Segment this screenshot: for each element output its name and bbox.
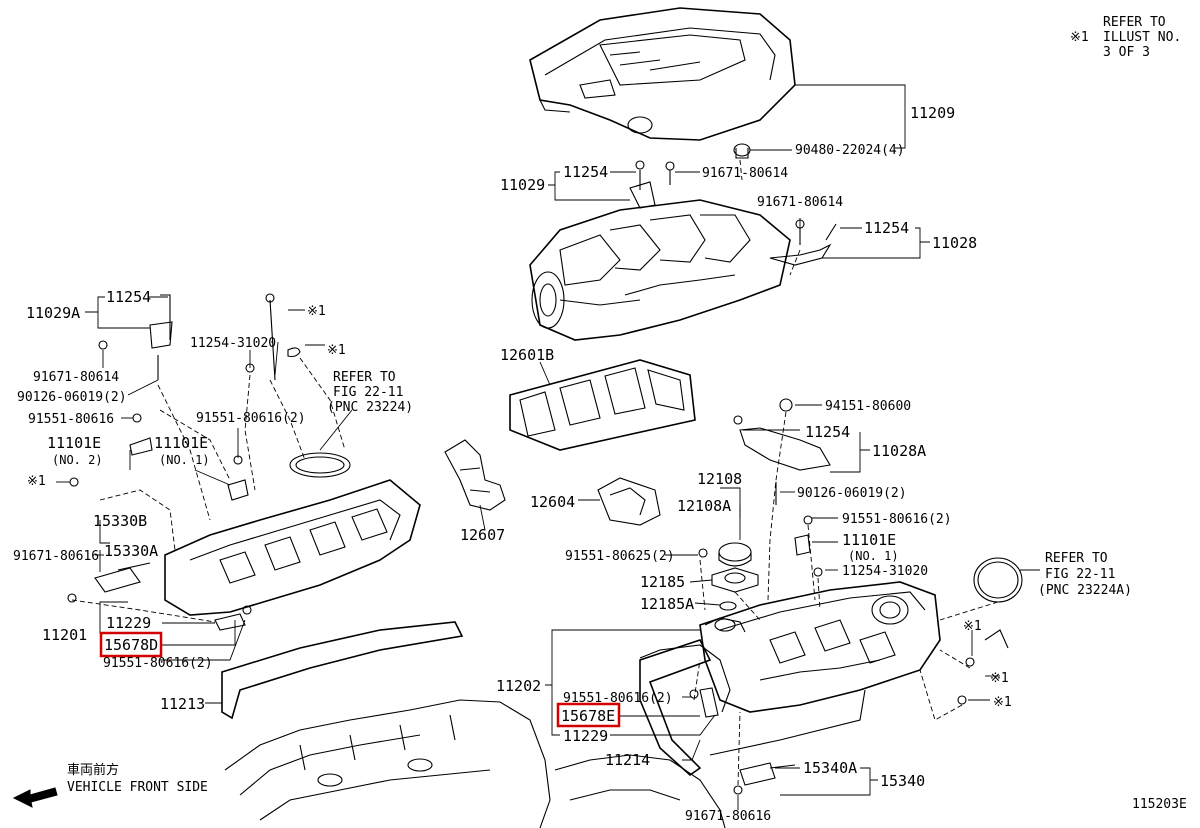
part-label-15330B[interactable]: 15330B (93, 512, 147, 530)
part-label-12108[interactable]: 12108 (697, 470, 742, 488)
refer-illust-line1: REFER TO (1103, 15, 1166, 30)
oil-cap-drawing (698, 542, 759, 611)
refer-fig-a-line1: REFER TO (333, 370, 396, 385)
part-label-11254-d[interactable]: 11254 (805, 423, 850, 441)
part-label-12185[interactable]: 12185 (640, 573, 685, 591)
part-label-91551-80616-b[interactable]: 91551-80616(2) (103, 656, 213, 671)
part-label-90126-06019-a[interactable]: 90126-06019(2) (17, 390, 127, 405)
part-label-91551-80616-c[interactable]: 91551-80616(2) (196, 411, 306, 426)
part-label-91551-80616-f[interactable]: 91551-80616(2) (563, 691, 673, 706)
intake-manifold-drawing (529, 199, 791, 341)
refer-illust-line2: ILLUST NO. (1103, 30, 1181, 45)
part-label-94151-80600[interactable]: 94151-80600 (825, 399, 911, 414)
ref-mark-d: ※1 (963, 619, 982, 634)
refer-fig-b-line3: (PNC 23224A) (1038, 583, 1132, 598)
part-label-11229-b[interactable]: 11229 (563, 727, 608, 745)
text-labels: REFER TO ※1 ILLUST NO. 3 OF 3 11209 9048… (13, 15, 1187, 824)
part-label-90126-06019-b[interactable]: 90126-06019(2) (797, 486, 907, 501)
part-label-11101E-b-sub: (NO. 1) (159, 453, 210, 467)
part-label-91671-80614-b[interactable]: 91671-80614 (757, 195, 843, 210)
leader-lines (56, 84, 1040, 810)
part-label-11101E-b[interactable]: 11101E (154, 434, 208, 452)
part-label-91551-80616-a[interactable]: 91551-80616 (28, 412, 114, 427)
part-label-11201[interactable]: 11201 (42, 626, 87, 644)
part-label-11101E-c[interactable]: 11101E (842, 531, 896, 549)
refer-fig-b-line2: FIG 22-11 (1045, 567, 1115, 582)
bracket-12607-drawing (444, 439, 506, 511)
ref-mark-b: ※1 (307, 304, 326, 319)
part-label-11028[interactable]: 11028 (932, 234, 977, 252)
part-label-11213[interactable]: 11213 (160, 695, 205, 713)
part-label-91671-80614-c[interactable]: 91671-80614 (33, 370, 119, 385)
engine-block-left-drawing (224, 699, 551, 828)
part-label-12185A[interactable]: 12185A (640, 595, 694, 613)
part-label-11214[interactable]: 11214 (605, 751, 650, 769)
ref-mark-f: ※1 (993, 695, 1012, 710)
engine-cover-drawing (529, 7, 796, 159)
part-label-11254-a[interactable]: 11254 (563, 163, 608, 181)
part-label-90480-22024[interactable]: 90480-22024(4) (795, 143, 905, 158)
head-cover-left-drawing (67, 293, 421, 631)
part-label-11101E-a[interactable]: 11101E (47, 434, 101, 452)
part-label-91671-80616-e[interactable]: 91671-80616 (685, 809, 771, 824)
part-label-11254-31020-b[interactable]: 11254-31020 (842, 564, 928, 579)
part-label-15678D[interactable]: 15678D (104, 636, 158, 654)
part-label-11029A[interactable]: 11029A (26, 304, 80, 322)
refer-fig-b-line1: REFER TO (1045, 551, 1108, 566)
vehicle-front-en: VEHICLE FRONT SIDE (67, 780, 208, 795)
part-label-11202[interactable]: 11202 (496, 677, 541, 695)
gasket-11213-drawing (221, 621, 464, 720)
refer-illust-line3: 3 OF 3 (1103, 45, 1150, 60)
part-label-11101E-a-sub: (NO. 2) (52, 453, 103, 467)
part-label-12601B[interactable]: 12601B (500, 346, 554, 364)
part-label-91551-80616-d[interactable]: 91551-80616(2) (842, 512, 952, 527)
dashed-lines (71, 159, 999, 786)
gasket-12601B-drawing (509, 359, 696, 451)
part-12604-drawing (597, 477, 661, 526)
engine-block-right-drawing (554, 754, 726, 828)
part-label-15678E[interactable]: 15678E (561, 707, 615, 725)
refer-fig-a-line3: (PNC 23224) (327, 400, 413, 415)
part-label-15330A[interactable]: 15330A (104, 542, 158, 560)
part-label-91551-80625[interactable]: 91551-80625(2) (565, 549, 675, 564)
part-label-12604[interactable]: 12604 (530, 493, 575, 511)
part-label-91671-80614-a[interactable]: 91671-80614 (702, 166, 788, 181)
part-label-12108A[interactable]: 12108A (677, 497, 731, 515)
part-label-11028A[interactable]: 11028A (872, 442, 926, 460)
highlight-box-15678E (556, 702, 621, 728)
part-label-11029[interactable]: 11029 (500, 176, 545, 194)
part-label-11254-c[interactable]: 11254 (106, 288, 151, 306)
highlight-box-15678D (99, 631, 163, 658)
part-label-15340A[interactable]: 15340A (803, 759, 857, 777)
gasket-11214-drawing (639, 639, 866, 777)
part-label-12607[interactable]: 12607 (460, 526, 505, 544)
figure-code: 115203E (1132, 797, 1187, 812)
part-label-11254-31020-a[interactable]: 11254-31020 (190, 336, 276, 351)
ref-mark-e: ※1 (990, 671, 1009, 686)
part-label-11101E-c-sub: (NO. 1) (848, 549, 899, 563)
part-label-15340[interactable]: 15340 (880, 772, 925, 790)
part-label-11229-a[interactable]: 11229 (106, 614, 151, 632)
refer-fig-a-line2: FIG 22-11 (333, 385, 403, 400)
ref-mark-a: ※1 (27, 474, 46, 489)
refer-illust-mark: ※1 (1070, 30, 1089, 45)
arrow-left-icon (12, 787, 58, 808)
part-label-11209[interactable]: 11209 (910, 104, 955, 122)
part-label-11254-b[interactable]: 11254 (864, 219, 909, 237)
vehicle-front-jp: 車両前方 (67, 762, 119, 778)
ref-mark-c: ※1 (327, 343, 346, 358)
part-label-91671-80616-d[interactable]: 91671-80616 (13, 549, 99, 564)
